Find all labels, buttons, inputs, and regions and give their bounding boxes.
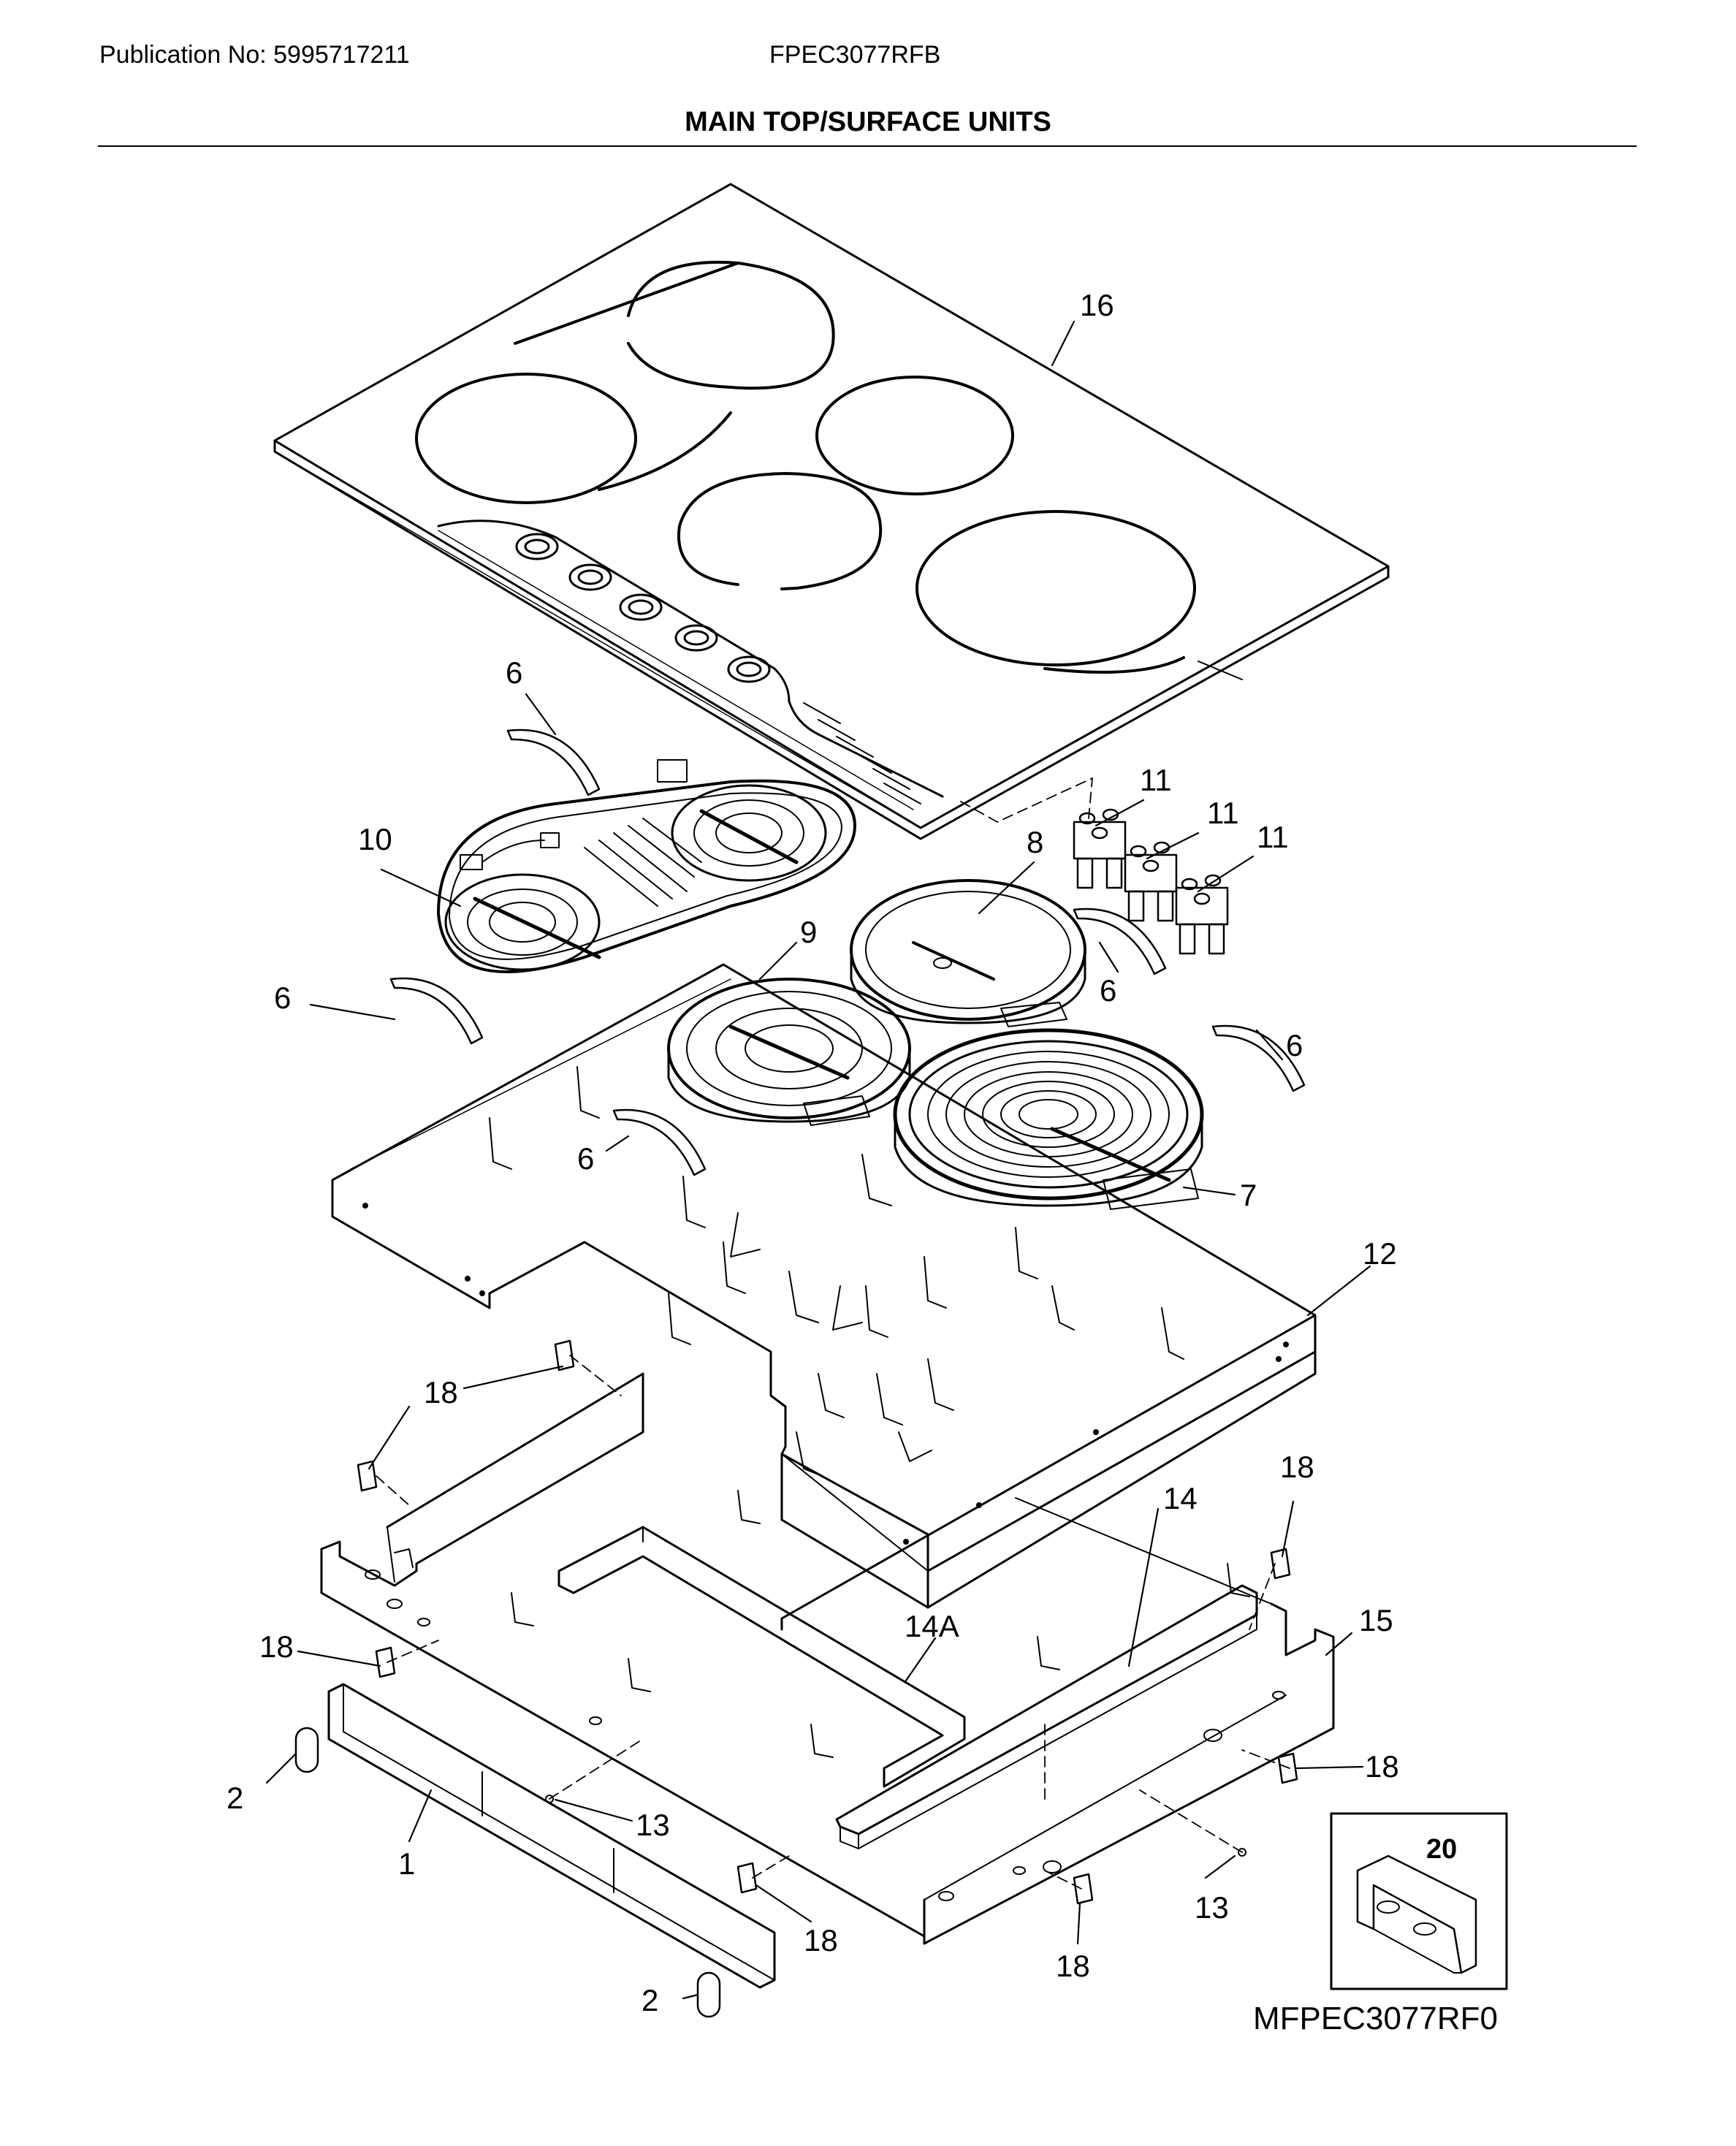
callout-13-a: 13 [636, 1808, 670, 1842]
page-title: MAIN TOP/SURFACE UNITS [685, 107, 1051, 137]
callout-14a: 14A [905, 1609, 959, 1643]
callout-2-a: 2 [226, 1781, 243, 1815]
mounting-clips [357, 1339, 1298, 1905]
callout-6-left: 6 [274, 981, 291, 1015]
callout-10: 10 [358, 822, 392, 856]
element-clips [389, 728, 1306, 1176]
glass-cooktop [273, 183, 1390, 840]
callout-2-b: 2 [642, 1983, 658, 2017]
assembly-lines [376, 777, 1290, 1890]
header-rule [98, 145, 1637, 147]
model-number: FPEC3077RFB [769, 41, 941, 69]
callout-6-right: 6 [1286, 1028, 1303, 1062]
callout-6-top: 6 [506, 655, 522, 690]
callout-12: 12 [1363, 1236, 1397, 1271]
callout-15: 15 [1359, 1603, 1393, 1637]
inset-box-part-20 [1330, 1812, 1508, 1990]
callout-8: 8 [1027, 825, 1043, 859]
support-pan [331, 963, 1317, 1631]
callout-20: 20 [1426, 1834, 1457, 1865]
callout-18-b: 18 [1280, 1450, 1314, 1484]
callout-16: 16 [1080, 288, 1114, 322]
callout-7: 7 [1240, 1178, 1257, 1212]
callout-9: 9 [800, 915, 817, 949]
callout-11-c: 11 [1257, 820, 1289, 854]
terminal-blocks [1073, 808, 1229, 955]
callout-18-e: 18 [804, 1923, 838, 1957]
leader-lines [265, 320, 1371, 2000]
callout-1: 1 [398, 1846, 415, 1881]
callout-6-center: 6 [577, 1141, 594, 1176]
front-trim [327, 1683, 776, 1989]
callout-6-mid-right: 6 [1100, 973, 1116, 1008]
callout-13-b: 13 [1195, 1890, 1229, 1925]
small-radiant-element [850, 879, 1086, 1027]
large-radiant-element [893, 1028, 1204, 1210]
callout-18-a: 18 [424, 1375, 458, 1409]
diagram-code: MFPEC3077RF0 [1253, 2001, 1499, 2036]
screws [545, 1795, 1246, 1857]
callout-18-f: 18 [1056, 1949, 1090, 1983]
callout-11-b: 11 [1207, 796, 1239, 830]
medium-radiant-element [667, 978, 911, 1126]
callout-11-a: 11 [1140, 763, 1172, 797]
publication-number: Publication No: 5995717211 [99, 41, 410, 69]
callout-18-c: 18 [259, 1629, 294, 1664]
chassis-frame [320, 1372, 1335, 1945]
callout-labels: 16 6 10 8 9 11 11 11 6 6 6 6 7 12 18 18 … [226, 288, 1457, 2017]
end-caps [294, 1727, 721, 2018]
callout-14: 14 [1163, 1481, 1198, 1515]
bridge-element [437, 759, 856, 973]
callout-18-d: 18 [1365, 1749, 1399, 1784]
